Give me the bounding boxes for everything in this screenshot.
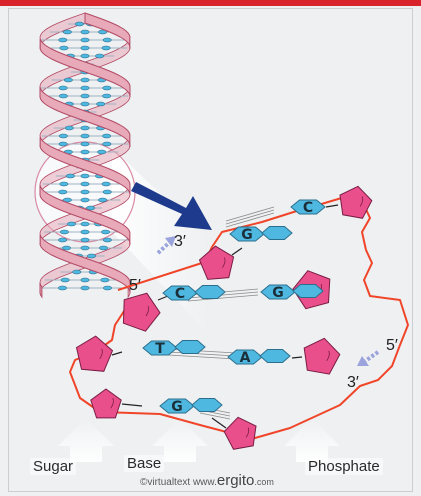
helix-base-dot	[81, 142, 89, 146]
credit-line: ©virtualtext www.ergito.com	[140, 472, 274, 489]
helix-base-dot	[81, 54, 89, 58]
up-arrow-icon	[58, 418, 114, 462]
helix-base-dot	[81, 86, 89, 90]
helix-base-dot	[81, 182, 89, 186]
credit-brand: ergito	[217, 472, 255, 489]
sugar-ring	[77, 336, 113, 371]
helix-base-dot	[87, 254, 95, 258]
end-label-3-prime-left: 3′	[174, 233, 186, 250]
base-ring: G	[230, 227, 292, 244]
helix-base-dot	[60, 46, 68, 50]
helix-base-dot	[75, 22, 83, 26]
sugar-ring	[224, 417, 256, 449]
helix-base-dot	[81, 134, 89, 138]
helix-base-dot	[81, 78, 89, 82]
base-ring: A	[228, 350, 290, 367]
helix-base-dot	[98, 198, 106, 202]
helix-base-dot	[81, 38, 89, 42]
helix-base-dot	[58, 238, 66, 242]
helix-base-dot	[58, 286, 66, 290]
end-label-3-prime-right: 3′	[347, 374, 359, 391]
helix-base-dot	[81, 150, 89, 154]
helix-base-dot	[81, 278, 89, 282]
helix-base-dot	[81, 190, 89, 194]
sugar-label: Sugar	[30, 458, 76, 475]
helix-base-dot	[103, 190, 111, 194]
helix-base-dot	[60, 230, 68, 234]
helix-base-dot	[65, 126, 73, 130]
helix-base-dot	[81, 30, 89, 34]
helix-base-dot	[62, 246, 70, 250]
credit-suffix: .com	[254, 477, 274, 487]
base-letter: T	[155, 341, 165, 357]
helix-base-dot	[81, 94, 89, 98]
helix-base-dot	[98, 150, 106, 154]
base-letter: G	[241, 227, 253, 243]
helix-base-dot	[63, 30, 71, 34]
helix-base-dot	[102, 94, 110, 98]
helix-base-dot	[59, 38, 67, 42]
helix-base-dot	[81, 222, 89, 226]
helix-strand-back	[40, 13, 85, 49]
base-letter: A	[240, 350, 251, 366]
helix-base-dot	[64, 78, 72, 82]
helix-base-dot	[103, 238, 111, 242]
base-letter: C	[303, 200, 313, 216]
helix-strand-front	[85, 13, 130, 49]
hydrogen-bond	[200, 413, 230, 419]
helix-base-dot	[102, 134, 110, 138]
hydrogen-bond	[226, 207, 274, 221]
helix-base-dot	[59, 86, 67, 90]
helix-base-dot	[66, 174, 74, 178]
base-letter: G	[171, 399, 183, 415]
helix-base-dot	[81, 126, 89, 130]
base-letter: C	[175, 286, 185, 302]
helix-base-dot	[81, 238, 89, 242]
helix-base-dot	[99, 246, 107, 250]
helix-base-dot	[81, 102, 89, 106]
helix-base-dot	[103, 86, 111, 90]
helix-base-dot	[103, 142, 111, 146]
base-ring: C	[291, 200, 325, 216]
sugar-ring	[304, 338, 340, 374]
base-ring: T	[143, 341, 205, 358]
helix-base-dot	[60, 182, 68, 186]
helix-base-dot	[81, 198, 89, 202]
end-label-5-prime-right: 5′	[386, 337, 398, 354]
credit-prefix: ©virtualtext	[140, 477, 190, 488]
helix-base-dot	[59, 142, 67, 146]
direction-arrow-icon	[357, 352, 378, 366]
helix-base-dot	[73, 270, 81, 274]
helix-strand-front	[40, 235, 130, 293]
helix-base-dot	[97, 102, 105, 106]
up-arrow-icon	[284, 418, 340, 462]
helix-base-dot	[101, 230, 109, 234]
hydrogen-bond	[226, 210, 274, 224]
end-label-5-prime-left: 5′	[129, 277, 141, 294]
base-letter: G	[272, 285, 284, 301]
helix-base-dot	[81, 286, 89, 290]
helix-base-dot	[59, 190, 67, 194]
helix-base-dot	[101, 278, 109, 282]
helix-base-dot	[81, 246, 89, 250]
helix-base-dot	[81, 230, 89, 234]
credit-www: www.	[193, 477, 217, 488]
helix-base-dot	[103, 286, 111, 290]
helix-base-dot	[59, 134, 67, 138]
base-label: Base	[124, 455, 164, 472]
helix-base-dot	[61, 278, 69, 282]
helix-base-dot	[102, 46, 110, 50]
sugar-ring	[123, 293, 160, 331]
helix-base-dot	[81, 174, 89, 178]
helix-base-dot	[81, 46, 89, 50]
helix-base-dot	[103, 38, 111, 42]
helix-base-dot	[95, 54, 103, 58]
phosphate-label: Phosphate	[305, 458, 383, 475]
sugar-ring	[91, 389, 121, 418]
helix-base-dot	[67, 222, 75, 226]
helix-base-dot	[102, 182, 110, 186]
helix-base-dot	[59, 94, 67, 98]
